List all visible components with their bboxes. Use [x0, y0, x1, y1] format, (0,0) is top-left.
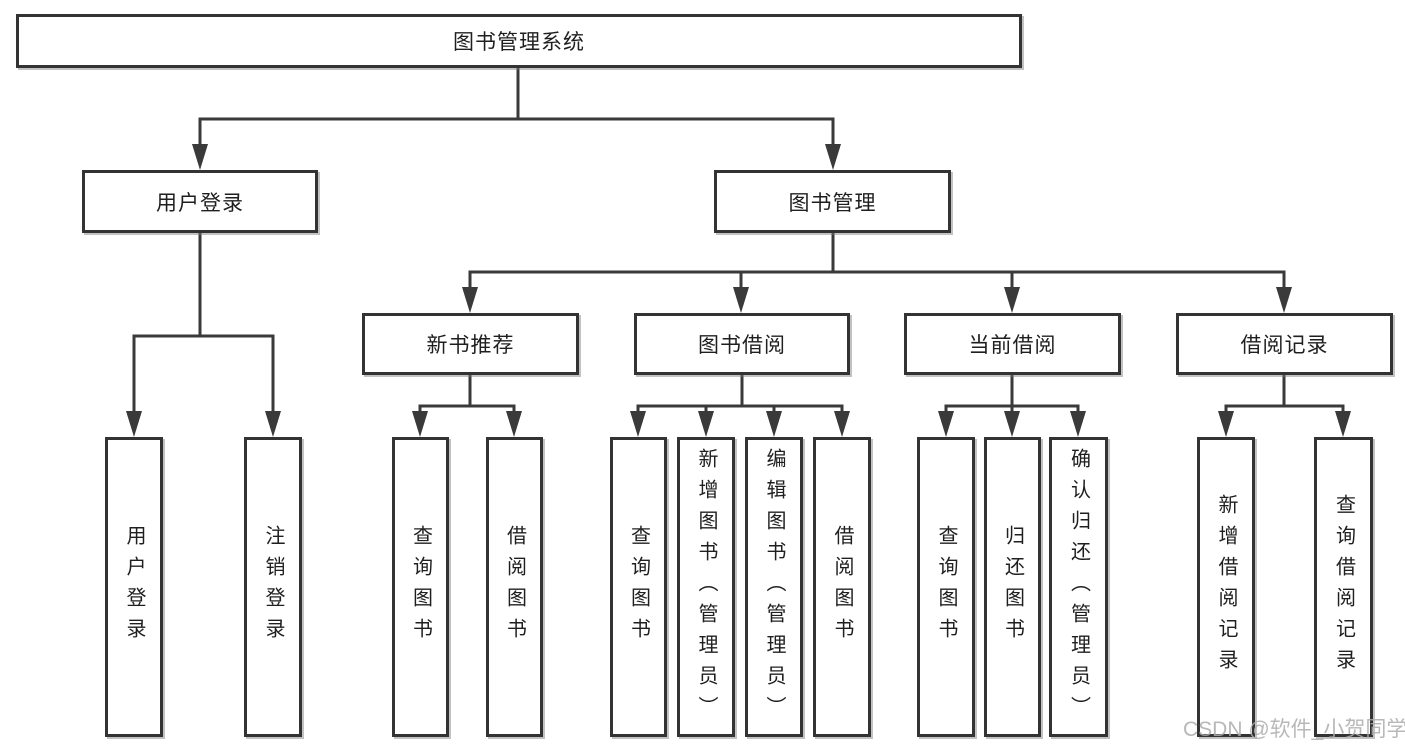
node-book-management: 图书管理 [714, 170, 951, 233]
leaf-record-query-label: 查询借阅记录 [1332, 494, 1355, 680]
leaf-user-login: 用户登录 [105, 437, 163, 737]
node-user-login-label: 用户登录 [156, 191, 244, 215]
leaf-current-return-book: 归还图书 [984, 437, 1041, 737]
leaf-borrow-borrow-book-label: 借阅图书 [831, 525, 853, 649]
leaf-recommend-borrow-book-label: 借阅图书 [503, 525, 526, 649]
leaf-current-query-book: 查询图书 [917, 437, 975, 737]
leaf-borrow-query-book-label: 查询图书 [627, 525, 650, 649]
leaf-borrow-add-book-label: 新增图书（管理员） [695, 447, 717, 727]
leaf-user-login-label: 用户登录 [123, 525, 145, 649]
node-book-borrow-label: 图书借阅 [698, 334, 786, 357]
leaf-current-confirm-return: 确认归还（管理员） [1049, 437, 1108, 737]
leaf-borrow-add-book: 新增图书（管理员） [677, 437, 735, 737]
csdn-watermark: CSDN @软件_小贺同学 [1183, 718, 1405, 741]
leaf-current-return-book-label: 归还图书 [1001, 525, 1024, 649]
leaf-borrow-borrow-book: 借阅图书 [813, 437, 871, 737]
node-borrow-record: 借阅记录 [1176, 313, 1393, 375]
node-new-book-recommend-label: 新书推荐 [426, 334, 515, 357]
leaf-borrow-query-book: 查询图书 [610, 437, 667, 737]
node-new-book-recommend: 新书推荐 [362, 313, 579, 375]
leaf-borrow-edit-book: 编辑图书（管理员） [745, 437, 803, 737]
leaf-record-query: 查询借阅记录 [1314, 437, 1373, 737]
leaf-recommend-query-book-label: 查询图书 [409, 525, 432, 649]
leaf-current-confirm-return-label: 确认归还（管理员） [1067, 447, 1090, 727]
node-root: 图书管理系统 [16, 14, 1022, 68]
leaf-current-query-book-label: 查询图书 [935, 525, 957, 649]
leaf-record-add: 新增借阅记录 [1197, 437, 1255, 737]
leaf-record-add-label: 新增借阅记录 [1215, 494, 1237, 680]
leaf-borrow-edit-book-label: 编辑图书（管理员） [763, 447, 785, 727]
node-root-label: 图书管理系统 [453, 31, 585, 54]
node-user-login: 用户登录 [82, 170, 318, 233]
node-current-borrow-label: 当前借阅 [968, 334, 1057, 357]
leaf-recommend-borrow-book: 借阅图书 [486, 437, 543, 737]
leaf-logout: 注销登录 [244, 437, 302, 737]
node-book-borrow: 图书借阅 [634, 313, 850, 375]
node-borrow-record-label: 借阅记录 [1240, 334, 1329, 357]
node-book-management-label: 图书管理 [788, 191, 877, 215]
node-current-borrow: 当前借阅 [904, 313, 1121, 375]
leaf-recommend-query-book: 查询图书 [392, 437, 449, 737]
leaf-logout-label: 注销登录 [262, 525, 284, 649]
